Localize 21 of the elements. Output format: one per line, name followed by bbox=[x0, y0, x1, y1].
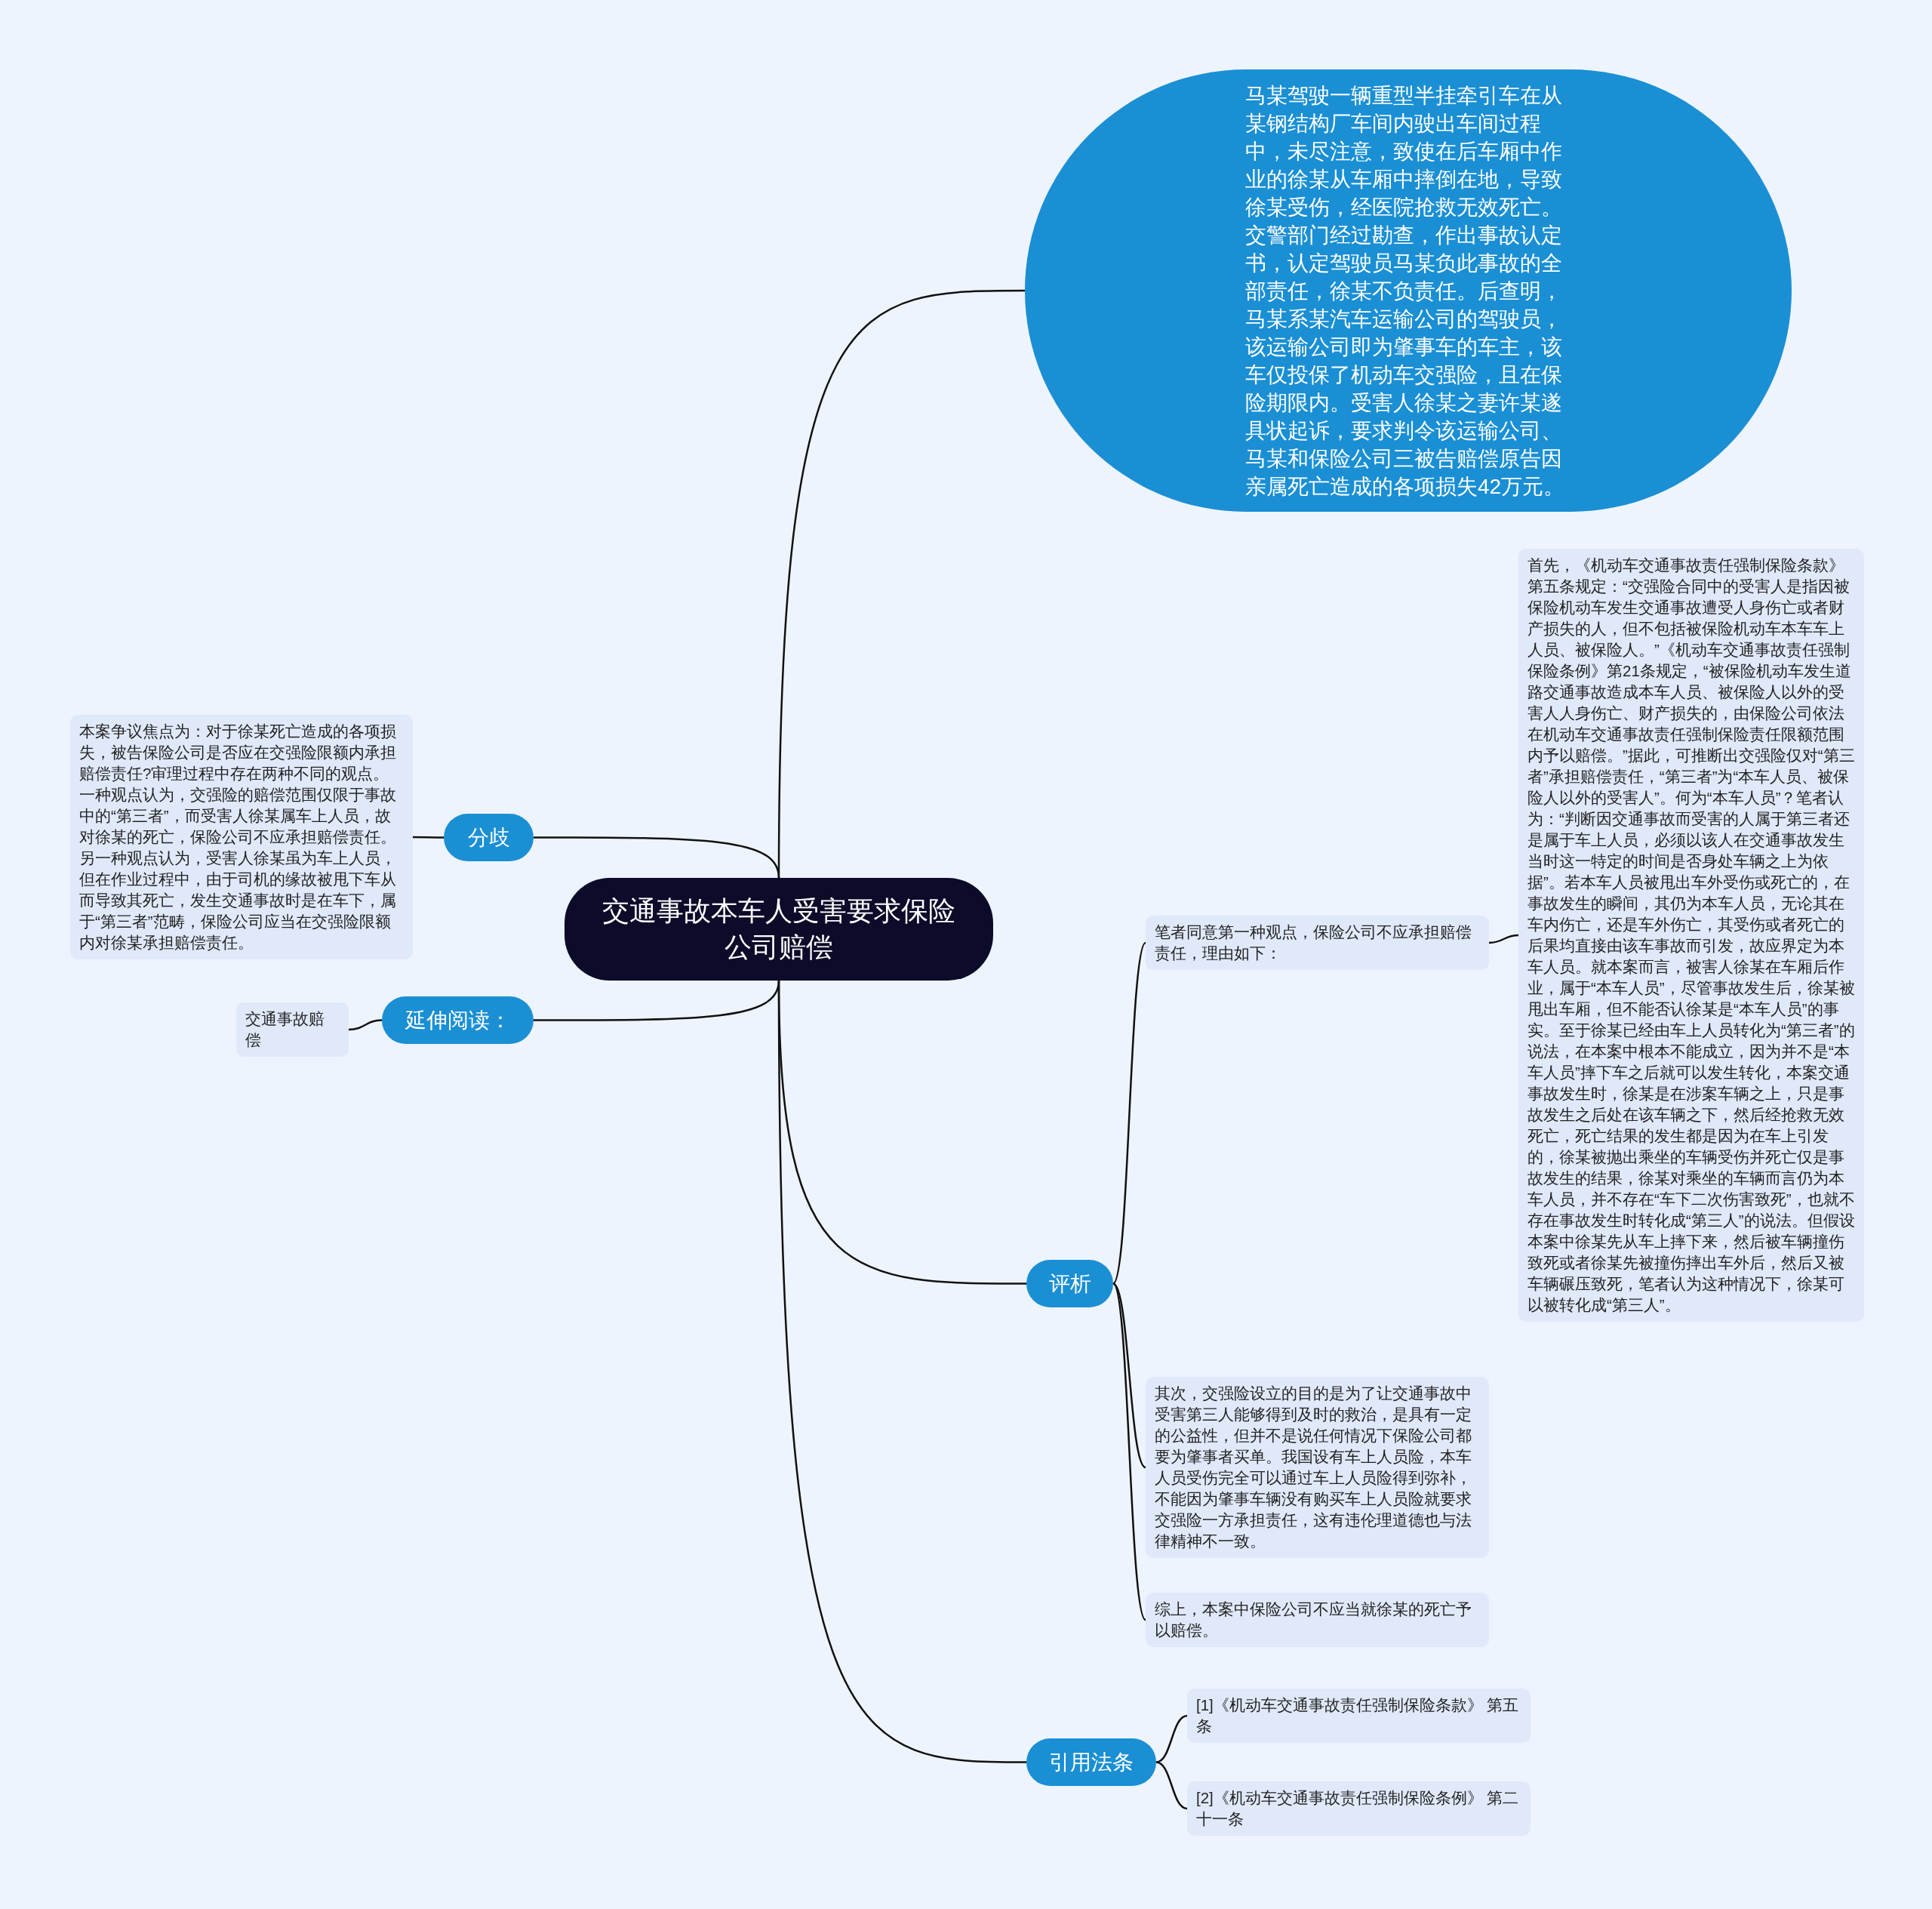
connector-line bbox=[348, 1019, 383, 1031]
text-card: 笔者同意第一种观点，保险公司不应承担赔偿责任，理由如下： bbox=[1146, 916, 1489, 970]
connector-line bbox=[1488, 934, 1519, 944]
text-card: 本案争议焦点为：对于徐某死亡造成的各项损失，被告保险公司是否应在交强险限额内承担赔偿责任?审理过程中存在两种不同的观点。一种观点认为，交强险的赔偿范围仅限于事故中的“第三者”，而受害人徐某属车上人员，故对徐某的死亡，保险公司不应承担赔偿责任。另一种观点认为，受害人徐某虽为车上人员，但在作业过程中，由于司机的缘故被甩下车从而导致其死亡，发生交通事故时是在车下，属于“第三者”范畴，保险公司应当在交强险限额内对徐某承担赔偿责任。 bbox=[70, 715, 413, 959]
text-card: [2]《机动车交通事故责任强制保险条例》 第二十一条 bbox=[1187, 1781, 1531, 1836]
connector-line bbox=[1155, 1714, 1188, 1763]
connector-line bbox=[777, 981, 1026, 1763]
text-card: 综上，本案中保险公司不应当就徐某的死亡予以赔偿。 bbox=[1146, 1593, 1489, 1647]
text-card: 交通事故赔偿 bbox=[236, 1002, 349, 1057]
text-card: [1]《机动车交通事故责任强制保险条款》 第五条 bbox=[1187, 1689, 1531, 1743]
text-card: 其次，交强险设立的目的是为了让交通事故中受害第三人能够得到及时的救治，是具有一定的公益性，但并不是说任何情况下保险公司都要为肇事者买单。我国设有车上人员险，本车人员受伤完全可以通过车上人员险得到弥补，不能因为肇事车辆没有购买车上人员险就要求交强险一方承担责任，这有违伦理道德也与法律精神不一致。 bbox=[1146, 1377, 1489, 1558]
branch-topic: 引用法条 bbox=[1026, 1738, 1156, 1786]
branch-topic: 延伸阅读： bbox=[382, 996, 534, 1044]
central-topic: 交通事故本车人受害要求保险公司赔偿 bbox=[565, 878, 993, 981]
connector-line bbox=[534, 836, 780, 879]
connector-line bbox=[413, 836, 444, 839]
branch-topic: 分歧 bbox=[444, 814, 534, 861]
connector-line bbox=[1155, 1761, 1188, 1810]
branch-topic: 评析 bbox=[1026, 1260, 1113, 1307]
connector-line bbox=[1112, 1282, 1146, 1468]
text-card: 首先，《机动车交通事故责任强制保险条款》第五条规定：“交强险合同中的受害人是指因被保险机动车发生交通事故遭受人身伤亡或者财产损失的人，但不包括被保险机动车本车车上人员、被保险人。”《机动车交通事故责任强制保险条例》第21条规定，“被保险机动车发生道路交通事故造成本车人员、被保险人以外的受害人人身伤亡、财产损失的，由保险公司依法在机动车交通事故责任强制保险责任限额范围内予以赔偿。”据此，可推断出交强险仅对“第三者”承担赔偿责任，“第三者”为“本车人员、被保险人以外的受害人”。何为“本车人员”？笔者认为：“判断因交通事故而受害的人属于第三者还是属于车上人员，必须以该人在交通事故发生当时这一特定的时间是否身处车辆之上为依据”。若本车人员被甩出车外受伤或死亡的，在事故发生的瞬间，其仍为本车人员，无论其在车内伤亡，还是车外伤亡，其受伤或者死亡的后果均直接由该车事故而引发，故应界定为本车人员。就本案而言，被害人徐某在车厢后作业，属于“本车人员”，尽管事故发生后，徐某被甩出车厢，但不能否认徐某是“本车人员”的事实。至于徐某已经由车上人员转化为“第三者”的说法，在本案中根本不能成立，因为并不是“本车人员”摔下车之后就可以发生转化，本案交通事故发生时，徐某是在涉案车辆之上，只是事故发生之后处在该车辆之下，然后经抢救无效死亡，死亡结果的发生都是因为在车上引发的，徐某被抛出乘坐的车辆受伤并死亡仅是事故发生的结果，徐某对乘坐的车辆而言仍为本车人员，并不存在“车下二次伤害致死”，也就不存在事故发生时转化成“第三人”的说法。但假设本案中徐某先从车上摔下来，然后被车辆撞伤致死或者徐某先被撞伤摔出车外后，然后又被车辆碾压致死，笔者认为这种情况下，徐某可以被转化成“第三人”。 bbox=[1518, 549, 1864, 1322]
